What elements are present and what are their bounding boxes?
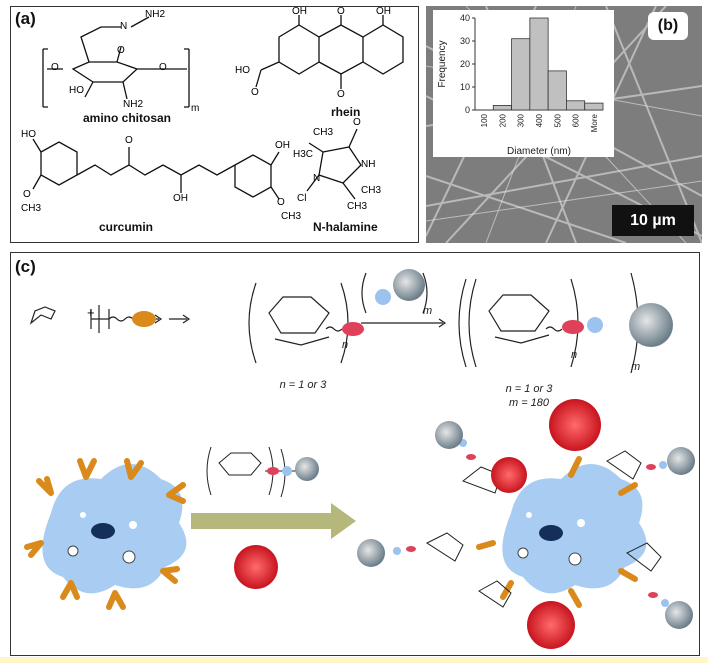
process-arrow bbox=[191, 503, 356, 539]
atom-ch3-nhal-1: CH3 bbox=[313, 127, 334, 138]
atom-o-methoxy-2: O bbox=[277, 197, 285, 208]
atom-o-bottom: O bbox=[337, 89, 345, 100]
cell-left bbox=[24, 458, 187, 610]
x-tick-label: 400 bbox=[535, 113, 544, 127]
compound-name-curcumin: curcumin bbox=[99, 220, 154, 234]
caption-n-1-or-3-second: n = 1 or 3 bbox=[505, 383, 553, 395]
atom-cl: Cl bbox=[297, 193, 307, 204]
bracket-m-1 bbox=[361, 272, 428, 314]
histogram-bar bbox=[511, 38, 531, 111]
y-tick-label: 20 bbox=[460, 59, 470, 69]
compound-name-n-halamine: N-halamine bbox=[313, 220, 378, 234]
atom-o-nhal: O bbox=[353, 117, 361, 128]
bracket-n-1 bbox=[248, 282, 349, 364]
subscript-n-2: n bbox=[571, 349, 578, 361]
wavy-linker bbox=[108, 316, 134, 322]
x-tick-label: 500 bbox=[553, 113, 562, 127]
atom-ch3-nhal-3: CH3 bbox=[347, 201, 368, 212]
panel-c: (c) bbox=[10, 252, 700, 656]
x-tick-label: 300 bbox=[517, 113, 526, 127]
x-tick-label: 100 bbox=[480, 113, 489, 127]
chitosan-bracket-right bbox=[184, 48, 190, 108]
red-tag-2 bbox=[562, 320, 584, 334]
atom-nh2-bottom: NH2 bbox=[123, 99, 144, 110]
atom-ch3-2: CH3 bbox=[281, 211, 302, 222]
atom-nh2-top: NH2 bbox=[145, 9, 166, 20]
chitosan-subscript-m: m bbox=[191, 103, 200, 114]
histogram-bar bbox=[492, 105, 512, 111]
subscript-n-1: n bbox=[342, 339, 349, 351]
x-axis-label: Diameter (nm) bbox=[507, 146, 571, 157]
virus-free bbox=[234, 545, 278, 589]
y-axis-label: Frequency bbox=[437, 40, 448, 87]
histogram-bar bbox=[529, 17, 549, 111]
blue-bead-1 bbox=[375, 289, 391, 305]
histogram-bar bbox=[584, 102, 604, 111]
caption-n-1-or-3: n = 1 or 3 bbox=[279, 379, 327, 391]
atom-ho-curcumin: HO bbox=[21, 129, 36, 140]
virus-bound-2 bbox=[491, 457, 527, 493]
atom-oh-2: OH bbox=[376, 6, 391, 17]
atom-o-left: O bbox=[51, 62, 59, 73]
atom-ch3-nhal-2: CH3 bbox=[361, 185, 382, 196]
atom-n: N bbox=[120, 21, 128, 32]
histogram-bar bbox=[547, 70, 567, 111]
scale-bar: 10 µm bbox=[612, 205, 694, 236]
atom-o-right: O bbox=[159, 62, 167, 73]
subscript-m-2: m bbox=[631, 361, 641, 373]
atom-o-methoxy-1: O bbox=[23, 189, 31, 200]
atom-o-top: O bbox=[337, 6, 345, 17]
panel-b-label: (b) bbox=[648, 12, 688, 40]
panel-a: (a) NH2 HO NH2 O O O N bbox=[10, 6, 419, 243]
atom-oh-enol: OH bbox=[173, 193, 188, 204]
panel-c-label: (c) bbox=[15, 257, 36, 276]
synthesis-scheme bbox=[24, 269, 695, 649]
orange-tag bbox=[132, 311, 156, 327]
atom-o-ketone: O bbox=[125, 135, 133, 146]
protein-particle-1 bbox=[393, 269, 425, 301]
bottom-strip bbox=[0, 657, 708, 663]
y-tick-label: 10 bbox=[460, 82, 470, 92]
y-tick-label: 30 bbox=[460, 36, 470, 46]
atom-oh-curcumin: OH bbox=[275, 140, 290, 151]
atom-ho: HO bbox=[69, 85, 84, 96]
x-tick-label: 600 bbox=[572, 113, 581, 127]
y-tick-label: 0 bbox=[465, 105, 470, 115]
blue-bead-2 bbox=[587, 317, 603, 333]
atom-ho-rhein: HO bbox=[235, 65, 250, 76]
chitosan-bracket-left bbox=[42, 48, 48, 108]
atom-o-ring: O bbox=[117, 45, 125, 56]
virus-bound-3 bbox=[527, 601, 575, 649]
histogram-chart: 0 10 20 30 40 100 200 300 400 500 600 MoreDiameter … bbox=[437, 13, 604, 157]
panel-a-label: (a) bbox=[15, 9, 36, 28]
compound-name-rhein: rhein bbox=[331, 105, 361, 119]
red-tag-1 bbox=[342, 322, 364, 336]
y-tick-label: 40 bbox=[460, 13, 470, 23]
atom-h3c: H3C bbox=[293, 149, 314, 160]
subscript-m-1: m bbox=[423, 305, 433, 317]
atom-nh: NH bbox=[361, 159, 376, 170]
protein-particle-2 bbox=[629, 303, 673, 347]
plus-sign: + bbox=[87, 305, 95, 320]
chemical-structures bbox=[32, 15, 404, 200]
x-tick-label: 200 bbox=[498, 113, 507, 127]
bracket-n-2 bbox=[458, 278, 579, 368]
cell-right bbox=[393, 439, 669, 608]
histogram-bar bbox=[566, 100, 586, 111]
virus-bound-1 bbox=[549, 399, 601, 451]
oxane-ring bbox=[29, 306, 56, 325]
caption-m-180: m = 180 bbox=[508, 397, 550, 409]
x-tick-label: More bbox=[590, 113, 599, 132]
atom-oh-1: OH bbox=[292, 6, 307, 17]
cyclodextrin-cage-1 bbox=[268, 296, 330, 346]
cyclodextrin-cage-2 bbox=[488, 294, 550, 344]
anchor-group bbox=[90, 305, 110, 333]
atom-o-acid: O bbox=[251, 87, 259, 98]
atom-n-nhal: N bbox=[313, 173, 321, 184]
compound-name-amino-chitosan: amino chitosan bbox=[83, 111, 172, 125]
atom-ch3-1: CH3 bbox=[21, 203, 42, 214]
